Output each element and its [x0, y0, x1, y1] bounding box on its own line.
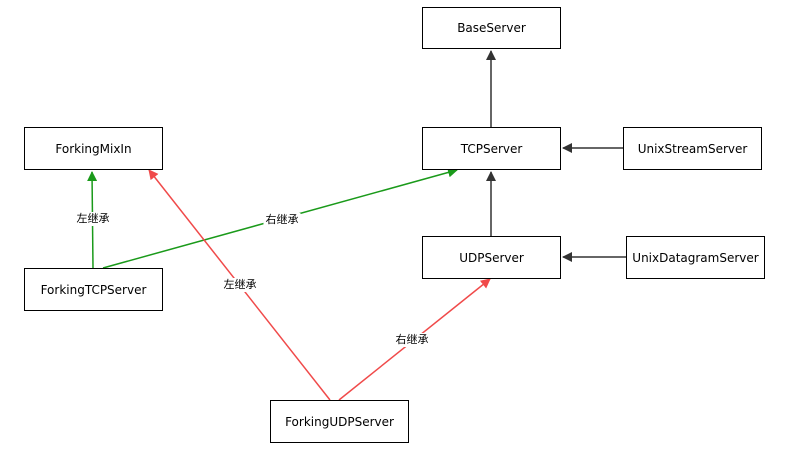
- node-label: TCPServer: [460, 141, 523, 156]
- node-tcp-server[interactable]: TCPServer: [422, 127, 561, 170]
- node-label: UnixDatagramServer: [632, 250, 759, 265]
- node-forking-tcp-server[interactable]: ForkingTCPServer: [24, 268, 163, 311]
- edge-label-fudp-left: 左继承: [221, 278, 259, 292]
- node-label: UDPServer: [459, 250, 524, 265]
- node-label: ForkingTCPServer: [40, 282, 147, 297]
- node-label: ForkingMixIn: [55, 141, 132, 156]
- node-udp-server[interactable]: UDPServer: [422, 236, 561, 279]
- node-forking-mixin[interactable]: ForkingMixIn: [24, 127, 163, 170]
- node-unix-datagram-server[interactable]: UnixDatagramServer: [626, 236, 765, 279]
- node-label: UnixStreamServer: [637, 141, 748, 156]
- edge-label-ftcp-left: 左继承: [74, 212, 112, 226]
- node-unix-stream-server[interactable]: UnixStreamServer: [623, 127, 762, 170]
- edge-label-fudp-right: 右继承: [393, 333, 431, 347]
- edge-label-ftcp-right: 右继承: [263, 213, 301, 227]
- node-label: ForkingUDPServer: [285, 414, 394, 429]
- node-label: BaseServer: [457, 21, 526, 35]
- node-base-server[interactable]: BaseServer: [422, 7, 561, 49]
- node-forking-udp-server[interactable]: ForkingUDPServer: [270, 400, 409, 443]
